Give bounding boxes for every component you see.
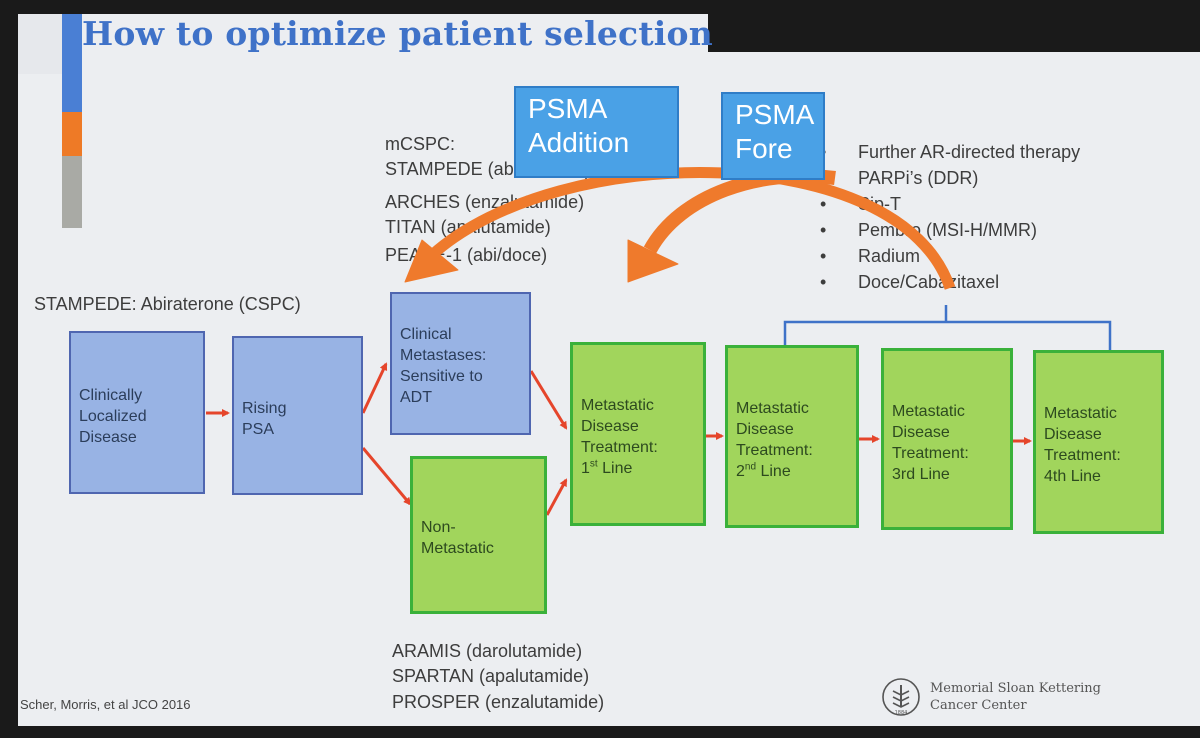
therapy-item: •Doce/Cabazitaxel [820, 272, 1000, 292]
msk-logo-icon: 1884 [882, 678, 920, 716]
box-first-line: Metastatic Disease Treatment: 1st Line [570, 342, 706, 526]
box-fourth-line: Metastatic Disease Treatment: 4th Line [1033, 350, 1164, 534]
bracket-later-lines [783, 305, 1112, 352]
stampede-label: STAMPEDE: Abiraterone (CSPC) [34, 294, 301, 314]
box-clinical-metastases: Clinical Metastases: Sensitive to ADT [390, 292, 531, 435]
therapy-list: •Further AR-directed therapy •PARPi’s (D… [820, 140, 1080, 294]
nmcrpc-trial: ARAMIS (darolutamide) [392, 641, 583, 661]
svg-text:1884: 1884 [895, 710, 908, 716]
psma-addition-arrowhead [404, 239, 459, 283]
psma-fore-box: PSMA Fore [721, 92, 825, 180]
psma-fore-arrowhead [627, 239, 679, 283]
slide-background-top [62, 14, 708, 74]
accent-stripe-blue [62, 14, 82, 112]
box-non-metastatic: Non- Metastatic [410, 456, 547, 614]
slide-title: How to optimize patient selection [82, 14, 713, 53]
citation: Scher, Morris, et al JCO 2016 [20, 697, 191, 712]
psma-addition-arrow-shaft [428, 167, 956, 290]
arrow-non-met-to-line1 [545, 478, 568, 516]
msk-logo-text: Memorial Sloan Kettering Cancer Center [930, 681, 1101, 713]
mcspc-header: mCSPC: [385, 134, 456, 154]
nmcrpc-trial: SPARTAN (apalutamide) [392, 666, 590, 686]
accent-stripe-gray [62, 156, 82, 228]
box-second-line: Metastatic Disease Treatment: 2nd Line [725, 345, 859, 528]
box-third-line: Metastatic Disease Treatment: 3rd Line [881, 348, 1013, 530]
box-clinically-localized-disease: Clinically Localized Disease [69, 331, 205, 494]
arrow-clinical-met-to-line1 [529, 370, 568, 430]
nmcrpc-trial: PROSPER (enzalutamide) [392, 692, 605, 712]
arrow-psa-to-non-met [361, 447, 412, 506]
therapy-item: •Radium [820, 246, 921, 266]
flow-arrows [206, 362, 1032, 516]
accent-stripe-orange [62, 112, 82, 156]
slide-background-left [18, 14, 68, 74]
psma-arrows [404, 167, 956, 290]
arrow-psa-to-clinical-met [361, 362, 388, 414]
box-rising-psa: Rising PSA [232, 336, 363, 495]
psma-addition-box: PSMA Addition [514, 86, 679, 178]
